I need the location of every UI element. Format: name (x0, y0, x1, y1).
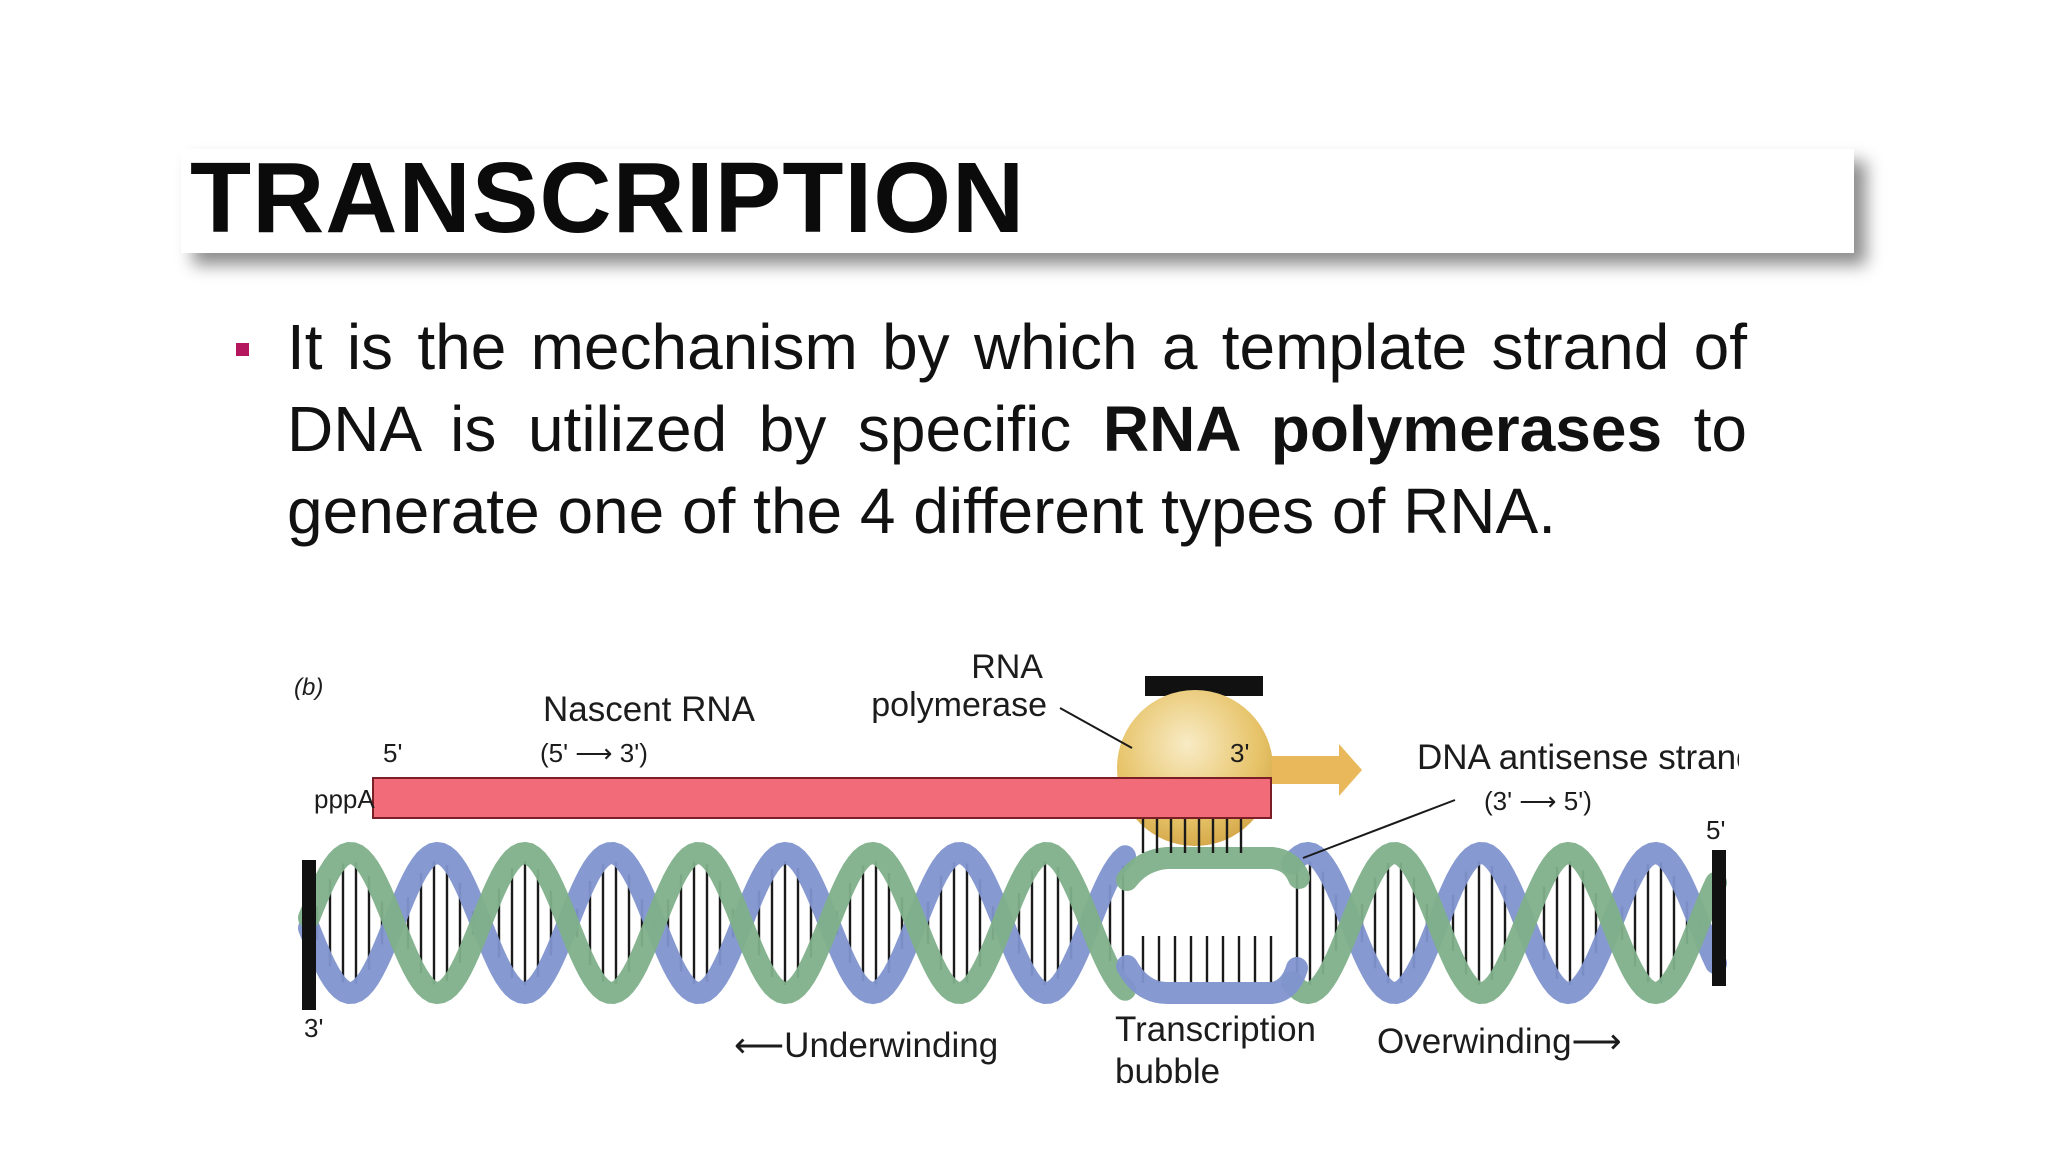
bullet-text-part2: to generate one of the 4 different types… (287, 393, 1748, 547)
title-bar (181, 149, 1854, 253)
bullet-marker (236, 343, 249, 356)
rna-five-prime-label: 5' (383, 738, 402, 768)
bullet-text-part1: It is the mechanism by which a template … (287, 311, 1747, 465)
dna-strand-green-right (1281, 841, 1727, 1005)
underwinding-label: ⟵Underwinding (734, 1026, 998, 1065)
dna-end-cap-right (1712, 850, 1726, 986)
slide-title: TRANSCRIPTION (190, 142, 1026, 254)
dna-three-prime-label: 3' (304, 1013, 323, 1043)
panel-label: (b) (294, 674, 323, 701)
bubble-bottom-strand (1116, 955, 1308, 1004)
transcription-diagram: (b) RNA polymerase Nascent RNA (5' ⟶ 3')… (287, 648, 1739, 1110)
bubble-top-strand (1116, 847, 1310, 891)
ppp-label: pppA (314, 784, 375, 814)
dna-five-prime-label: 5' (1706, 815, 1725, 845)
dna-double-helix (298, 841, 1727, 1005)
nascent-rna-direction: (5' ⟶ 3') (540, 738, 648, 768)
bullet-text: It is the mechanism by which a template … (287, 306, 1747, 552)
dna-strand-green-left (298, 841, 1136, 1005)
polymerase-direction-arrow (1272, 744, 1362, 796)
dna-strand-blue-right (1281, 841, 1727, 1005)
nascent-rna-label: Nascent RNA (543, 690, 756, 729)
dna-antisense-direction: (3' ⟶ 5') (1484, 786, 1592, 816)
overwinding-label: Overwinding⟶ (1377, 1022, 1622, 1061)
rna-three-prime-label: 3' (1230, 738, 1249, 768)
transcription-bubble-label-line2: bubble (1115, 1052, 1220, 1091)
rna-polymerase-label-line2: polymerase (871, 686, 1047, 724)
nascent-rna-strand (372, 777, 1272, 819)
dna-antisense-label: DNA antisense strand (1417, 738, 1739, 777)
dna-end-cap-left (302, 860, 316, 1010)
rna-dna-hybrid-pairs (1141, 816, 1243, 853)
dna-strand-blue-left (298, 841, 1136, 1005)
bullet-text-bold: RNA polymerases (1102, 393, 1663, 465)
rna-polymerase (1117, 690, 1273, 846)
antisense-leader-line (1302, 799, 1456, 859)
rna-polymerase-label-line1: RNA (971, 648, 1043, 686)
polymerase-leader-line (1059, 707, 1133, 749)
transcription-bubble-label-line1: Transcription (1115, 1010, 1316, 1049)
polymerase-top-bar (1145, 676, 1263, 696)
